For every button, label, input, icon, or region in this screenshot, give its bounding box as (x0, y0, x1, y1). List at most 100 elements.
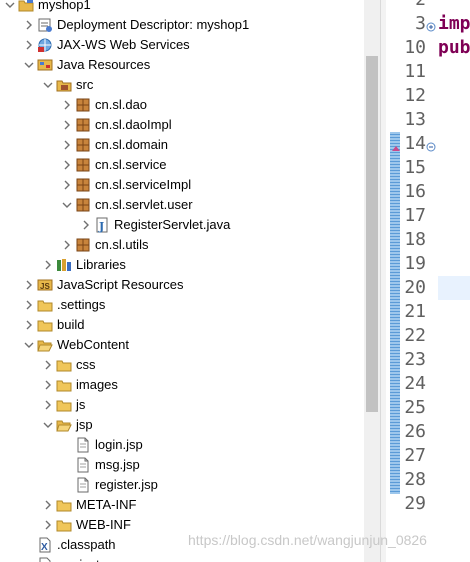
line-number-gutter: 2310111213141516171819202122232425262728… (386, 0, 438, 562)
package-icon (75, 157, 91, 173)
line-number: 23 (404, 349, 426, 370)
folder-icon (56, 497, 72, 513)
line-number: 10 (404, 37, 426, 58)
tree-item[interactable]: Java Resources (0, 55, 364, 75)
tree-item[interactable]: cn.sl.daoImpl (0, 115, 364, 135)
tree-item[interactable]: X.project (0, 555, 364, 562)
tree-item[interactable]: WebContent (0, 335, 364, 355)
expand-chevron-icon[interactable] (61, 115, 73, 135)
expand-chevron-icon[interactable] (42, 495, 54, 515)
libraries-icon (56, 257, 72, 273)
jsp-file-icon (75, 477, 91, 493)
expand-chevron-icon[interactable] (61, 135, 73, 155)
code-line[interactable]: imp (438, 13, 470, 34)
tree-item[interactable]: cn.sl.serviceImpl (0, 175, 364, 195)
line-number: 27 (404, 445, 426, 466)
line-number: 11 (404, 61, 426, 82)
line-number: 3 (415, 13, 426, 34)
package-icon (75, 117, 91, 133)
scrollbar-thumb[interactable] (366, 56, 378, 412)
tree-item[interactable]: META-INF (0, 495, 364, 515)
javascript-resources-icon: JS (37, 277, 53, 293)
expand-chevron-icon[interactable] (23, 295, 35, 315)
line-number: 14 (404, 133, 426, 154)
expand-chevron-icon[interactable] (23, 315, 35, 335)
tree-item[interactable]: cn.sl.servlet.user (0, 195, 364, 215)
expand-chevron-icon[interactable] (23, 35, 35, 55)
tree-item[interactable]: .settings (0, 295, 364, 315)
expand-chevron-icon[interactable] (61, 175, 73, 195)
expand-chevron-icon[interactable] (61, 95, 73, 115)
svg-text:JS: JS (40, 282, 50, 291)
collapse-chevron-icon[interactable] (4, 0, 16, 15)
tree-item[interactable]: msg.jsp (0, 455, 364, 475)
tree-item-label: Deployment Descriptor: myshop1 (57, 17, 250, 32)
view-sash[interactable] (380, 0, 387, 562)
code-line[interactable]: pub (438, 37, 470, 58)
expand-chevron-icon[interactable] (61, 155, 73, 175)
expand-chevron-icon[interactable] (42, 395, 54, 415)
tree-item-label: WebContent (57, 337, 130, 352)
line-number: 21 (404, 301, 426, 322)
fold-expand-icon[interactable] (426, 19, 436, 32)
tree-item[interactable]: login.jsp (0, 435, 364, 455)
tree-item[interactable]: myshop1 (0, 0, 364, 15)
line-number: 19 (404, 253, 426, 274)
expand-chevron-icon[interactable] (80, 215, 92, 235)
tree-item[interactable]: css (0, 355, 364, 375)
jsp-file-icon (75, 437, 91, 453)
tree-item-label: login.jsp (95, 437, 143, 452)
tree-item[interactable]: Libraries (0, 255, 364, 275)
collapse-chevron-icon[interactable] (61, 195, 73, 215)
line-number: 29 (404, 493, 426, 514)
tree-item[interactable]: src (0, 75, 364, 95)
folder-icon (56, 397, 72, 413)
tree-item[interactable]: cn.sl.utils (0, 235, 364, 255)
tree-item-label: cn.sl.service (95, 157, 167, 172)
svg-text:J: J (98, 220, 104, 233)
tree-item[interactable]: JAX-WS Web Services (0, 35, 364, 55)
tree-item[interactable]: images (0, 375, 364, 395)
folder-icon (37, 297, 53, 313)
tree-item-label: .project (57, 555, 100, 562)
expand-chevron-icon[interactable] (42, 375, 54, 395)
expand-chevron-icon[interactable] (42, 515, 54, 535)
explorer-scrollbar[interactable] (364, 0, 380, 562)
expand-chevron-icon[interactable] (42, 355, 54, 375)
tree-item[interactable]: build (0, 315, 364, 335)
tree-item[interactable]: cn.sl.service (0, 155, 364, 175)
watermark: https://blog.csdn.net/wangjunjun_0826 (188, 532, 427, 548)
jsp-file-icon (75, 457, 91, 473)
package-icon (75, 137, 91, 153)
collapse-chevron-icon[interactable] (23, 55, 35, 75)
tree-item-label: register.jsp (95, 477, 158, 492)
fold-collapse-icon[interactable] (426, 139, 436, 152)
tree-item-label: META-INF (76, 497, 137, 512)
tree-item[interactable]: cn.sl.dao (0, 95, 364, 115)
collapse-chevron-icon[interactable] (42, 75, 54, 95)
tree-item[interactable]: Deployment Descriptor: myshop1 (0, 15, 364, 35)
web-services-icon (37, 37, 53, 53)
tree-item-label: js (76, 397, 86, 412)
package-icon (75, 97, 91, 113)
collapse-chevron-icon[interactable] (23, 335, 35, 355)
tree-item[interactable]: jsp (0, 415, 364, 435)
tree-item-label: cn.sl.domain (95, 137, 168, 152)
tree-item[interactable]: WEB-INF (0, 515, 364, 535)
folder-icon (56, 377, 72, 393)
expand-chevron-icon[interactable] (23, 275, 35, 295)
tree-item-label: Libraries (76, 257, 126, 272)
expand-chevron-icon[interactable] (42, 255, 54, 275)
tree-item[interactable]: js (0, 395, 364, 415)
code-editor[interactable]: 2310111213141516171819202122232425262728… (386, 0, 470, 562)
tree-item[interactable]: cn.sl.domain (0, 135, 364, 155)
tree-item[interactable]: X.classpath (0, 535, 364, 555)
expand-chevron-icon[interactable] (61, 235, 73, 255)
tree-item[interactable]: register.jsp (0, 475, 364, 495)
collapse-chevron-icon[interactable] (42, 415, 54, 435)
expand-chevron-icon[interactable] (23, 15, 35, 35)
line-number: 2 (400, 0, 426, 12)
